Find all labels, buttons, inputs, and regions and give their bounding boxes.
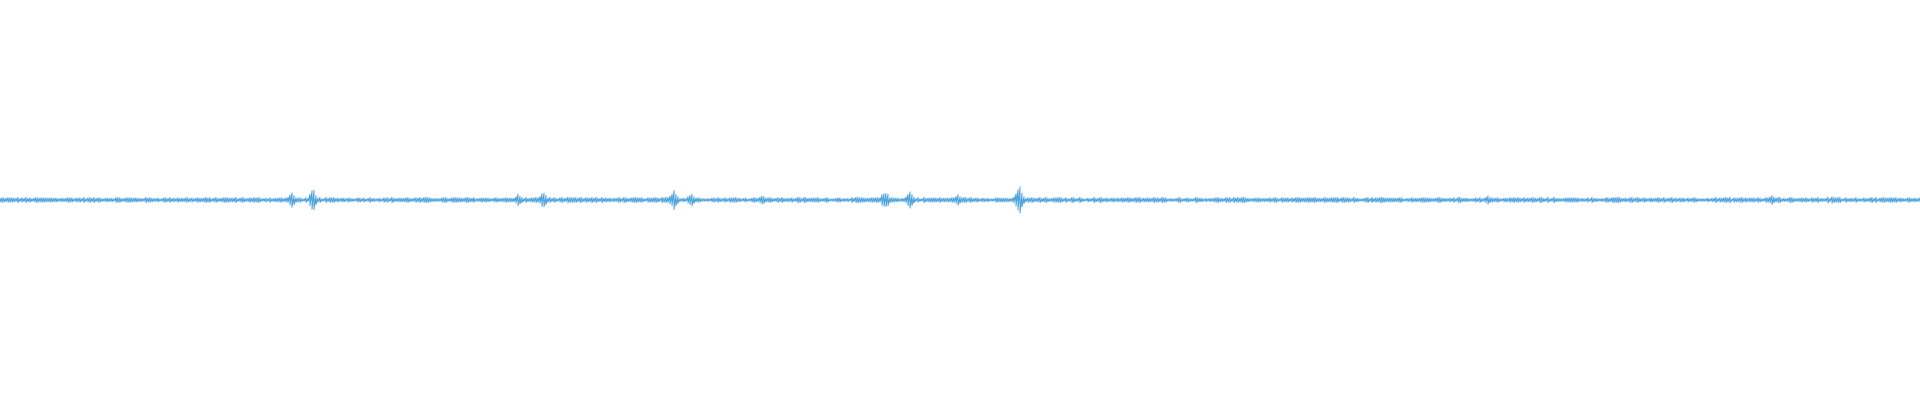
waveform-canvas[interactable]: [0, 0, 1920, 400]
audio-waveform[interactable]: [0, 0, 1920, 400]
